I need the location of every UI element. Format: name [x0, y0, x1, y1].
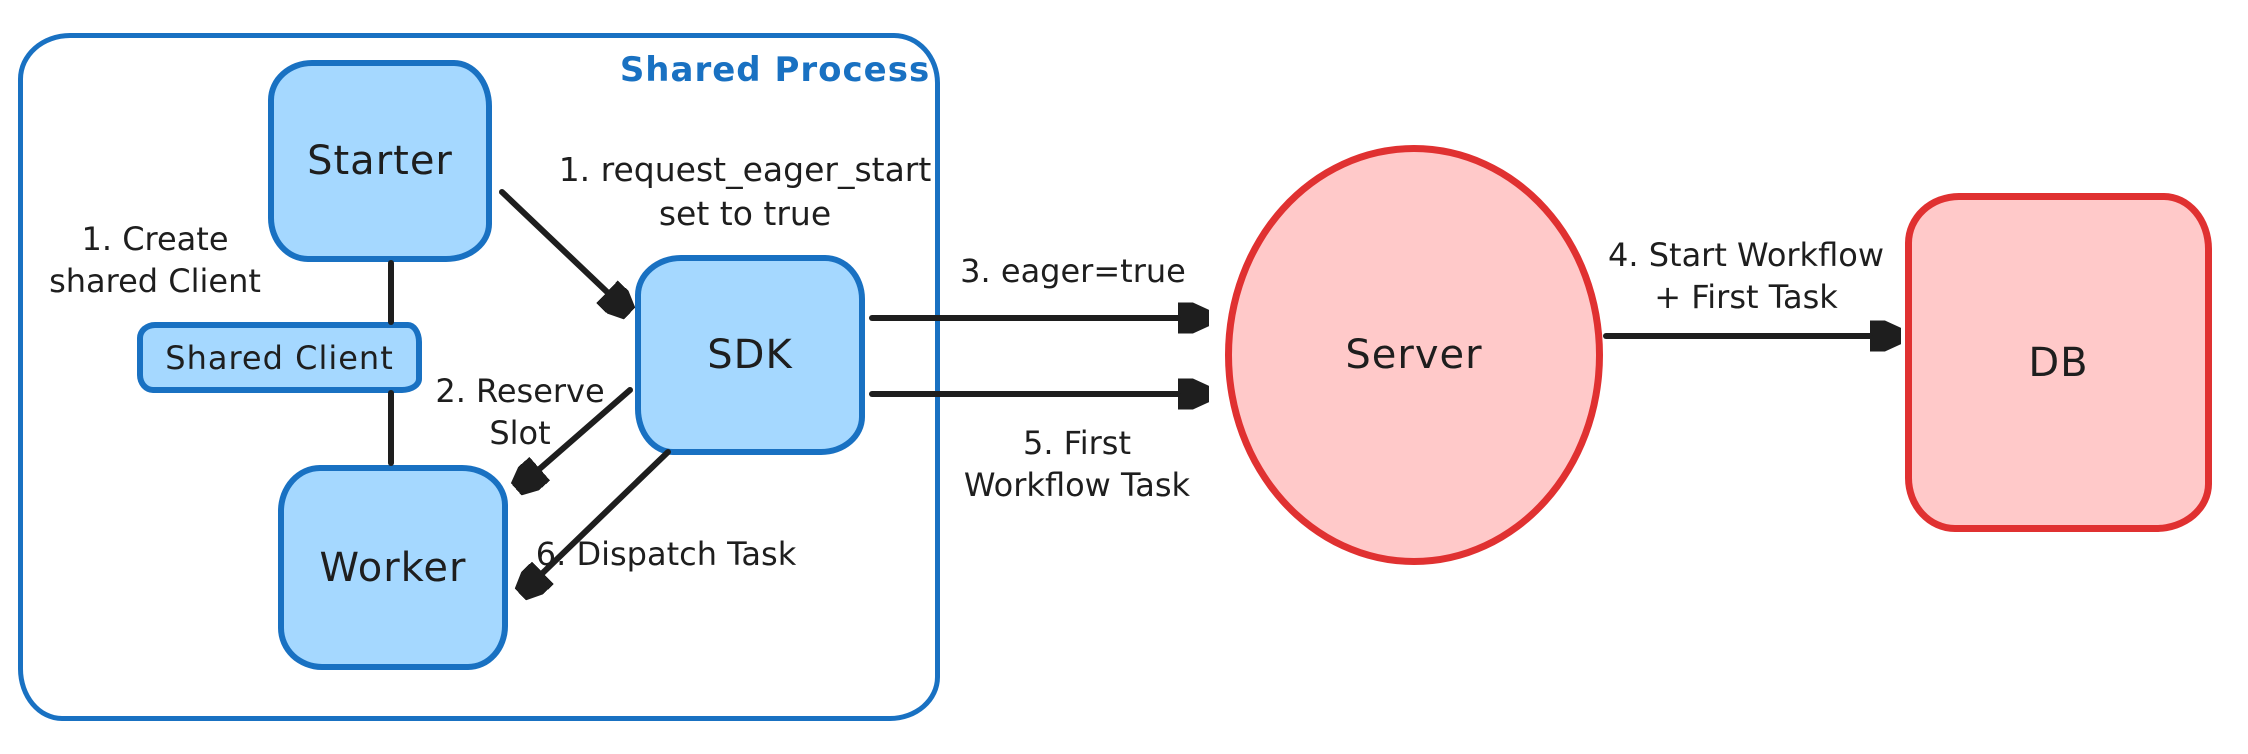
shared-process-label: Shared Process [619, 50, 931, 90]
annotation-line: Slot [489, 414, 551, 453]
annotation-line: Workflow Task [963, 466, 1191, 505]
annotation-line: set to true [658, 193, 832, 233]
server-label: Server [1345, 332, 1483, 378]
annotation-first-workflow-task: 5. First Workflow Task [948, 422, 1206, 506]
annotation-start-workflow: 4. Start Workflow + First Task [1600, 234, 1892, 318]
db-label: DB [2028, 339, 2089, 386]
annotation-create-shared-client: 1. Create shared Client [30, 218, 280, 302]
starter-label: Starter [307, 138, 453, 184]
shared-client-label: Shared Client [165, 338, 394, 377]
annotation-line: 5. First [1022, 424, 1132, 462]
db-node: DB [1905, 193, 2212, 532]
starter-node: Starter [268, 60, 492, 262]
annotation-line: 1. Create [81, 220, 229, 258]
annotation-eager-true: 3. eager=true [948, 250, 1198, 292]
annotation-line: 1. request_eager_start [558, 150, 932, 189]
shared-client-node: Shared Client [137, 322, 422, 393]
annotation-line: 6. Dispatch Task [535, 535, 797, 573]
annotation-line: 4. Start Workflow [1608, 236, 1884, 274]
server-node: Server [1225, 145, 1603, 565]
shared-process-container [18, 33, 940, 721]
worker-label: Worker [319, 544, 467, 591]
annotation-line: 2. Reserve [435, 372, 605, 410]
sdk-label: SDK [707, 332, 793, 378]
worker-node: Worker [278, 465, 508, 670]
annotation-line: shared Client [49, 262, 261, 301]
annotation-line: 3. eager=true [960, 252, 1186, 290]
annotation-dispatch-task: 6. Dispatch Task [535, 533, 797, 575]
sdk-node: SDK [635, 255, 865, 455]
annotation-reserve-slot: 2. Reserve Slot [420, 370, 620, 454]
annotation-request-eager-start: 1. request_eager_start set to true [540, 148, 950, 235]
annotation-line: + First Task [1654, 278, 1838, 317]
